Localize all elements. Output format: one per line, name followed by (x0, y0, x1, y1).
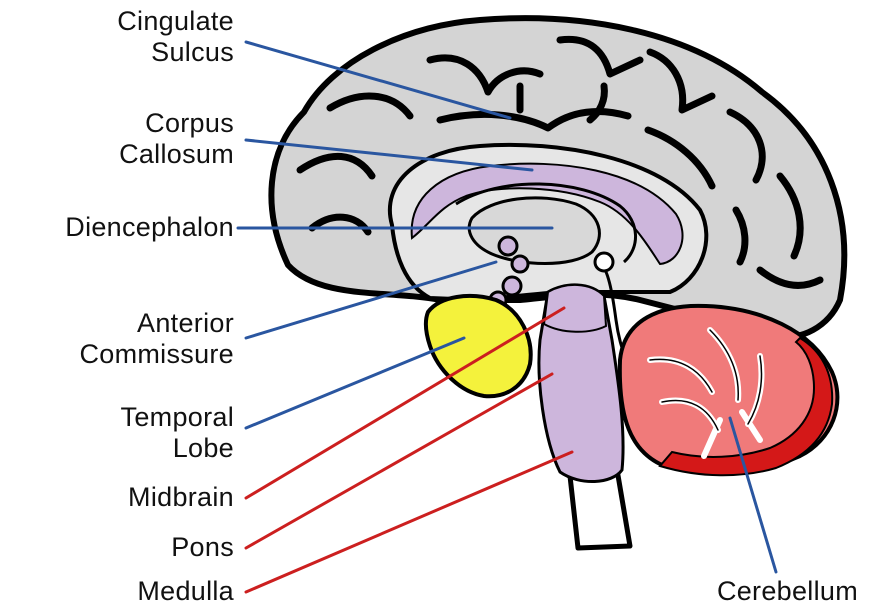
pointer-medulla (246, 452, 572, 592)
label-cingulate-sulcus: Cingulate Sulcus (117, 6, 234, 68)
label-temporal-lobe: Temporal Lobe (121, 402, 234, 464)
label-cerebellum: Cerebellum (717, 576, 858, 607)
label-anterior-commissure: Anterior Commissure (79, 308, 234, 370)
pineal-body (595, 253, 613, 271)
label-pons: Pons (171, 532, 234, 563)
pointer-midbrain (246, 308, 564, 498)
diencephalon (469, 198, 599, 264)
pointer-temporal-lobe (246, 338, 464, 428)
label-diencephalon: Diencephalon (65, 212, 234, 243)
pointer-pons (246, 374, 552, 548)
midbrain-shape (544, 285, 606, 332)
label-corpus-callosum: Corpus Callosum (119, 108, 234, 170)
label-midbrain: Midbrain (128, 482, 234, 513)
label-medulla: Medulla (137, 576, 234, 607)
